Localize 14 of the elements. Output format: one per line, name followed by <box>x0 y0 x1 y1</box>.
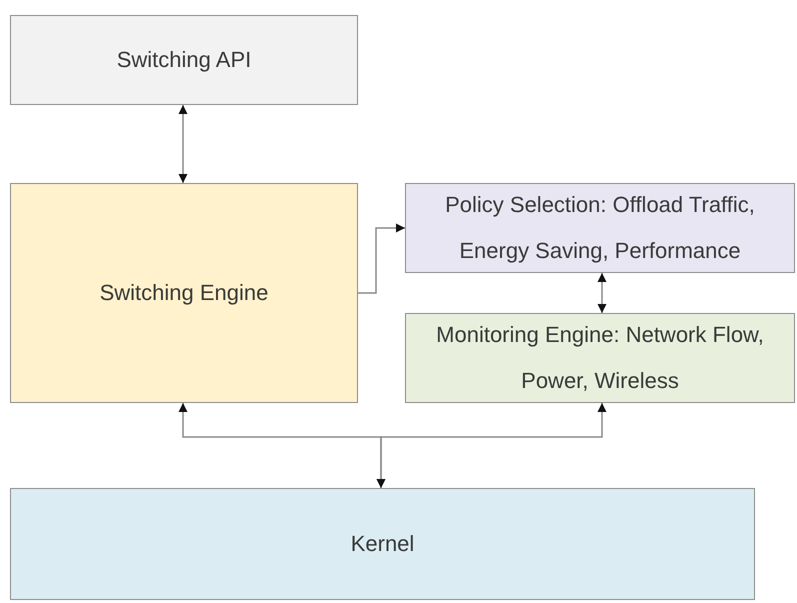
arrow <box>376 403 606 488</box>
box-label: Switching Engine <box>100 279 268 307</box>
box-label: Kernel <box>350 530 414 558</box>
arrow <box>178 105 188 183</box>
process-box <box>10 183 358 403</box>
process-box <box>405 313 795 403</box>
process-box <box>10 488 755 600</box>
arrow <box>358 224 405 294</box>
box-label: Monitoring Engine: Network Flow, Power, Wireless <box>435 321 765 395</box>
box-label: Policy Selection: Offload Traffic, Energy Saving, Performance <box>444 191 756 265</box>
process-box <box>10 15 358 105</box>
arrow <box>598 273 606 313</box>
box-label: Switching API <box>116 46 252 74</box>
process-box <box>405 183 795 273</box>
